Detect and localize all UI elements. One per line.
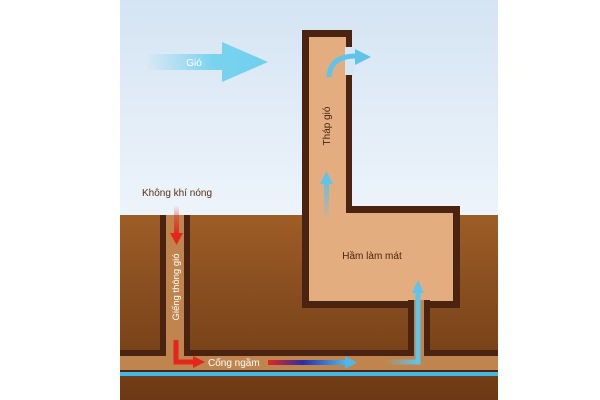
hot-air-arrowhead	[170, 233, 183, 245]
well-label: Giếng thông gió	[171, 253, 182, 320]
tunnel-arrowhead	[345, 356, 357, 369]
exit-curve-arrow	[326, 53, 357, 78]
exit-arrowhead	[355, 49, 371, 65]
water-stream	[120, 372, 498, 376]
tower-up-arrowhead	[320, 171, 333, 184]
hot-air-arrow-shaft	[174, 205, 179, 235]
well-down-arrow	[173, 340, 194, 365]
tower-label: Tháp gió	[322, 106, 333, 145]
tower-opening	[345, 47, 354, 75]
wind-arrow	[146, 42, 268, 82]
chamber-label: Hầm làm mát	[342, 250, 402, 262]
tower-and-chamber-interior	[309, 37, 453, 301]
wind-label: Gió	[186, 58, 202, 69]
tower-up-arrow-shaft	[324, 182, 329, 220]
well-down-arrowhead	[193, 356, 205, 368]
hot-air-label: Không khí nóng	[142, 188, 212, 199]
connector-up-arrowhead	[412, 280, 424, 293]
well-shaft	[166, 215, 184, 367]
tunnel-label: Cống ngầm	[208, 357, 260, 369]
tunnel-arrow-shaft	[268, 360, 346, 365]
